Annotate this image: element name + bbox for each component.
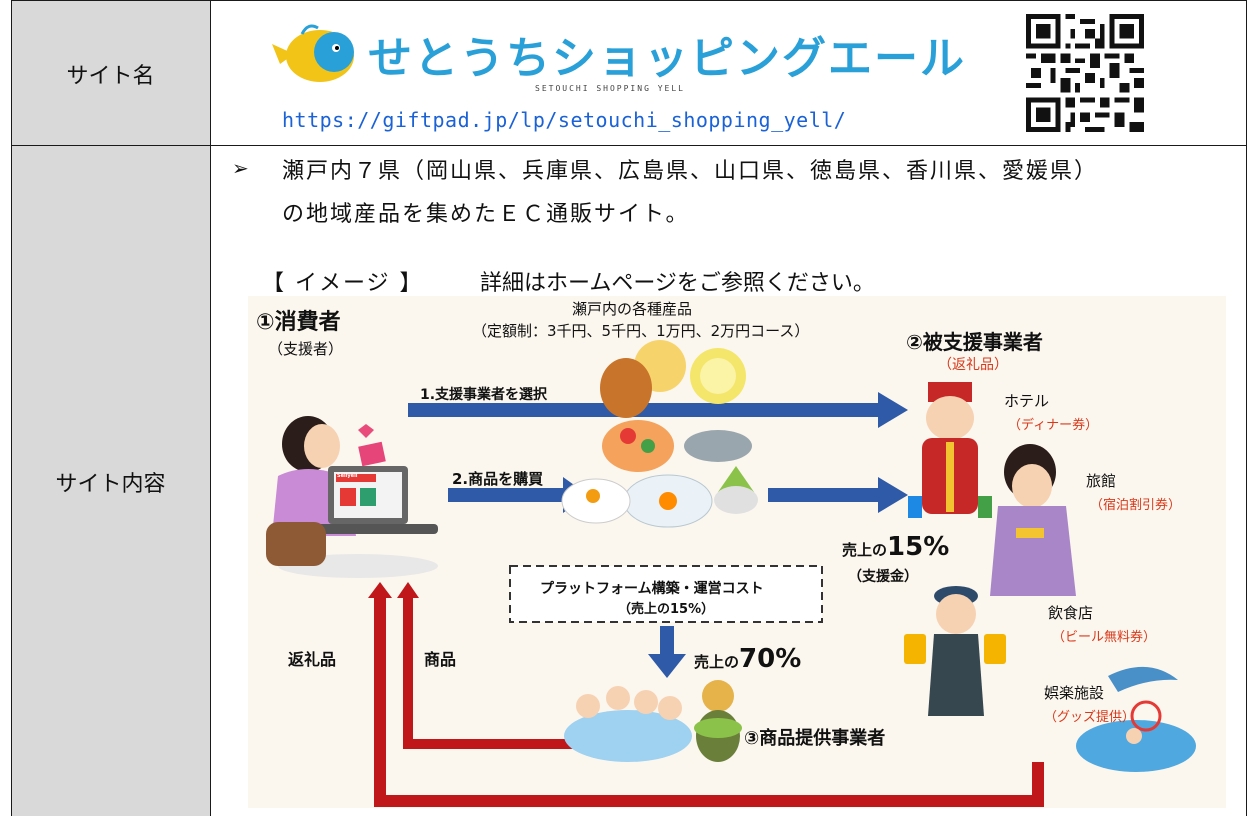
table-row-divider xyxy=(11,145,1247,146)
sales-15-prefix: 売上の xyxy=(842,541,888,559)
laptop-badge-label: Sellyell xyxy=(337,473,358,479)
platform-cost-box xyxy=(509,565,823,623)
business-model-diagram: ①消費者 （支援者） 瀬戸内の各種産品 （定額制：3千円、5千円、1万円、2万円… xyxy=(248,296,1226,808)
logo-subtitle: SETOUCHI SHOPPING YELL xyxy=(535,84,685,93)
hotel-label: ホテル xyxy=(1004,392,1050,410)
leisure-gift-label: （グッズ提供） xyxy=(1044,710,1136,725)
restaurant-gift-label: （ビール無料券） xyxy=(1052,630,1157,645)
return-gift-label: 返礼品 xyxy=(288,650,337,669)
sales-70-label: 売上の70% xyxy=(694,644,801,674)
supported-business-sub-label: （返礼品） xyxy=(938,357,1008,373)
table-column-divider xyxy=(210,0,211,816)
label-cell-bg-row1 xyxy=(11,0,210,145)
site-description-line1: 瀬戸内７県（岡山県、兵庫県、広島県、山口県、徳島県、香川県、愛媛県） xyxy=(282,159,1099,184)
goods-label: 商品 xyxy=(424,650,457,669)
sales-70-prefix: 売上の xyxy=(694,653,740,671)
step2-label: 2.商品を購買 xyxy=(452,470,544,488)
diagram-graphics xyxy=(266,340,1196,807)
site-description-line2: の地域産品を集めたＥＣ通販サイト。 xyxy=(282,202,690,227)
sales-15-value: 15% xyxy=(887,532,950,562)
step1-label: 1.支援事業者を選択 xyxy=(420,387,548,403)
platform-cost-sub-label: （売上の15%） xyxy=(618,602,715,617)
site-url-link[interactable]: https://giftpad.jp/lp/setouchi_shopping_… xyxy=(282,108,847,132)
detail-note-link[interactable]: 詳細はホームページをご参照ください。 xyxy=(480,271,875,296)
sales-70-value: 70% xyxy=(739,644,802,674)
ryokan-hostess-illustration xyxy=(990,444,1076,596)
row-label-site-content: サイト内容 xyxy=(55,472,166,497)
providers-illustration xyxy=(564,680,742,762)
consumer-sub-label: （支援者） xyxy=(268,340,344,358)
restaurant-staff-illustration xyxy=(904,586,1006,716)
table-border-left xyxy=(11,0,12,816)
products-subtitle: （定額制：3千円、5千円、1万円、2万円コース） xyxy=(472,322,810,340)
qr-code-icon[interactable] xyxy=(1025,14,1145,132)
products-illustration xyxy=(561,340,758,528)
hotel-gift-label: （ディナー券） xyxy=(1008,418,1099,433)
supported-business-label: ②被支援事業者 xyxy=(906,330,1043,354)
label-cell-bg-row2 xyxy=(11,146,210,816)
platform-cost-label: プラットフォーム構築・運営コスト xyxy=(540,581,764,597)
image-heading: 【 イメージ 】 xyxy=(262,271,424,296)
logo-title: せとうちショッピングエール xyxy=(368,33,966,84)
sales-15-label: 売上の15% xyxy=(842,532,949,562)
restaurant-label: 飲食店 xyxy=(1048,604,1094,622)
arrow-return-gift xyxy=(368,582,1044,807)
table-border-top xyxy=(11,0,1247,1)
arrow-to-supported xyxy=(768,477,908,513)
products-title: 瀬戸内の各種産品 xyxy=(572,300,693,318)
leisure-label: 娯楽施設 xyxy=(1044,684,1105,702)
ryokan-gift-label: （宿泊割引券） xyxy=(1090,498,1182,513)
arrow-return-goods xyxy=(397,582,588,749)
leisure-illustration xyxy=(1076,666,1196,772)
support-fund-label: （支援金） xyxy=(848,569,918,585)
ryokan-label: 旅館 xyxy=(1086,472,1117,490)
logo-fish-icon xyxy=(272,24,354,82)
hotel-staff-illustration xyxy=(908,382,992,518)
arrow-down-70 xyxy=(648,626,686,678)
provider-label: ③商品提供事業者 xyxy=(744,728,886,749)
consumer-label: ①消費者 xyxy=(256,310,341,335)
consumer-illustration xyxy=(266,416,438,578)
row-label-site-name: サイト名 xyxy=(66,64,155,89)
bullet-arrow-icon: ➢ xyxy=(232,156,249,180)
